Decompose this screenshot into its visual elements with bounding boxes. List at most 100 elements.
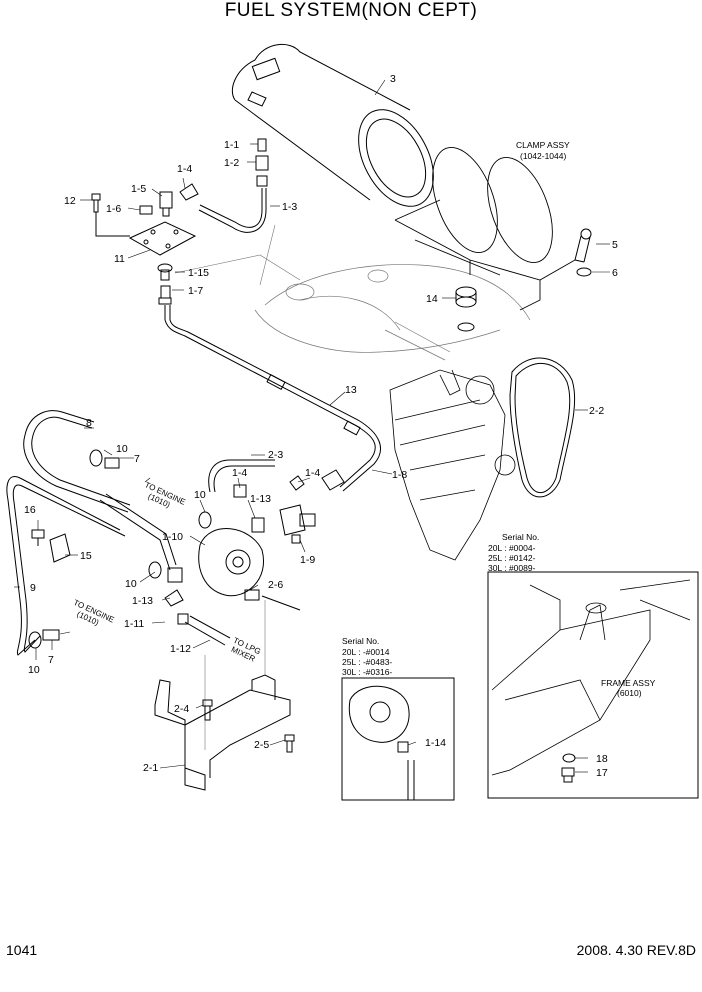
callout-2-6: 2-6 <box>268 579 283 591</box>
callout-1-6: 1-6 <box>106 203 121 215</box>
pipe-13 <box>164 305 376 488</box>
bolt-2-4 <box>202 699 213 721</box>
callout-1-8: 1-8 <box>392 469 407 481</box>
engine-frame-background <box>254 264 531 361</box>
belt-2-2 <box>509 357 576 498</box>
bracket-2-1 <box>154 600 291 791</box>
callout-2-4: 2-4 <box>174 703 189 715</box>
callout-1-4-b: 1-4 <box>232 467 247 479</box>
plate-11 <box>128 221 197 256</box>
callout-12: 12 <box>64 195 76 207</box>
frame-assy-label: FRAME ASSY <box>601 678 656 688</box>
callout-1-7: 1-7 <box>188 285 203 297</box>
frame-assy-sketch <box>491 579 691 776</box>
fitting-7-b <box>42 629 60 641</box>
callout-13: 13 <box>345 384 357 396</box>
callout-1-4-c: 1-4 <box>305 467 320 479</box>
callout-1-9: 1-9 <box>300 554 315 566</box>
note-to-engine-1: TO ENGINE (1010) <box>143 480 187 510</box>
note-frame-assy: FRAME ASSY (6010) <box>601 678 656 698</box>
pipe-2-3 <box>208 459 275 493</box>
fitting-1-15 <box>157 263 173 281</box>
vaporizer-inset <box>348 685 415 800</box>
callout-1-15: 1-15 <box>188 267 209 279</box>
callout-1-4: 1-4 <box>177 163 192 175</box>
callout-5: 5 <box>612 239 618 251</box>
note-clamp-assy: CLAMP ASSY (1042-1044) <box>516 140 570 161</box>
elbow-1-13-b <box>167 567 183 583</box>
revision-date: 2008. 4.30 REV.8D <box>576 942 696 958</box>
fitting-1-8 <box>321 469 345 491</box>
vaporizer-1-10 <box>198 528 264 597</box>
valve-1-5 <box>159 191 173 217</box>
callout-1-10: 1-10 <box>162 531 183 543</box>
elbow-1-13-a <box>251 517 265 533</box>
clamp-10-d <box>28 631 42 649</box>
serial-a-25l: 25L : #0142- <box>488 553 536 563</box>
clamp-10-b <box>198 511 212 529</box>
serial-a-title: Serial No. <box>502 532 539 542</box>
clamp-assembly <box>394 146 576 311</box>
bolt-part-5 <box>574 228 592 263</box>
elbow-1-4-b <box>233 484 247 498</box>
callout-2-5: 2-5 <box>254 739 269 751</box>
callout-11: 11 <box>114 253 125 265</box>
filter-1-9 <box>279 504 316 544</box>
callout-labels: 3 1-1 1-2 1-3 1-4 1-5 1-6 12 11 1-15 1-7… <box>24 73 618 779</box>
note-serial-a: Serial No. 20L : #0004- 25L : #0142- 30L… <box>488 532 539 573</box>
callout-1-11: 1-11 <box>124 618 144 630</box>
bolt-2-5 <box>284 734 295 753</box>
fitting-7-a <box>104 457 120 469</box>
fitting-2-6 <box>244 589 301 611</box>
serial-b-25l: 25L : -#0483- <box>342 657 392 667</box>
serial-a-20l: 20L : #0004- <box>488 543 536 553</box>
fitting-1-7 <box>158 285 172 305</box>
callout-7-b: 7 <box>48 654 54 666</box>
callout-8: 8 <box>86 417 92 429</box>
callout-1-14: 1-14 <box>425 737 446 749</box>
serial-b-20l: 20L : -#0014 <box>342 647 390 657</box>
note-serial-b: Serial No. 20L : -#0014 25L : -#0483- 30… <box>342 636 392 677</box>
callout-18: 18 <box>596 753 608 765</box>
note-to-engine-2: TO ENGINE (1010) <box>72 598 116 628</box>
fitting-1-11 <box>164 589 184 607</box>
callout-2-2: 2-2 <box>589 405 604 417</box>
bolt-12 <box>91 193 130 237</box>
callout-1-13-b: 1-13 <box>132 595 153 607</box>
callout-10-a: 10 <box>116 443 128 455</box>
hose-1-3 <box>199 188 263 228</box>
callout-2-3: 2-3 <box>268 449 283 461</box>
callout-6: 6 <box>612 267 618 279</box>
callout-10-b: 10 <box>194 489 206 501</box>
page-title: FUEL SYSTEM(NON CEPT) <box>224 0 478 21</box>
clamp-assy-ref: (1042-1044) <box>520 151 566 161</box>
callout-16: 16 <box>24 504 36 516</box>
hose-8 <box>31 416 131 506</box>
pipe-1-12 <box>184 615 231 646</box>
hose-9 <box>6 476 121 656</box>
serial-a-30l: 30L : #0089- <box>488 563 536 573</box>
fuel-tank <box>231 44 434 207</box>
note-to-lpg: TO LPG MIXER <box>230 636 262 664</box>
inset-box-serial-b <box>341 677 455 801</box>
callout-15: 15 <box>80 550 92 562</box>
leader-lines <box>14 79 610 773</box>
callout-1-1: 1-1 <box>224 139 239 151</box>
callout-2-1: 2-1 <box>143 762 158 774</box>
bracket-15 <box>49 533 71 563</box>
inset-box-serial-a <box>487 571 699 799</box>
clamp-10-a <box>89 449 103 467</box>
engine-block <box>389 369 516 561</box>
callout-1-3: 1-3 <box>282 201 297 213</box>
washer-part-6 <box>576 267 592 277</box>
callout-17: 17 <box>596 767 608 779</box>
callout-9: 9 <box>30 582 36 594</box>
fitting-16 <box>31 529 45 546</box>
callout-14: 14 <box>426 293 438 305</box>
callout-7-a: 7 <box>134 453 140 465</box>
elbow-1-14 <box>397 741 409 753</box>
rubber-mount-14 <box>455 286 477 332</box>
frame-assy-ref: (6010) <box>617 688 642 698</box>
elbow-1-4-c <box>289 475 305 491</box>
